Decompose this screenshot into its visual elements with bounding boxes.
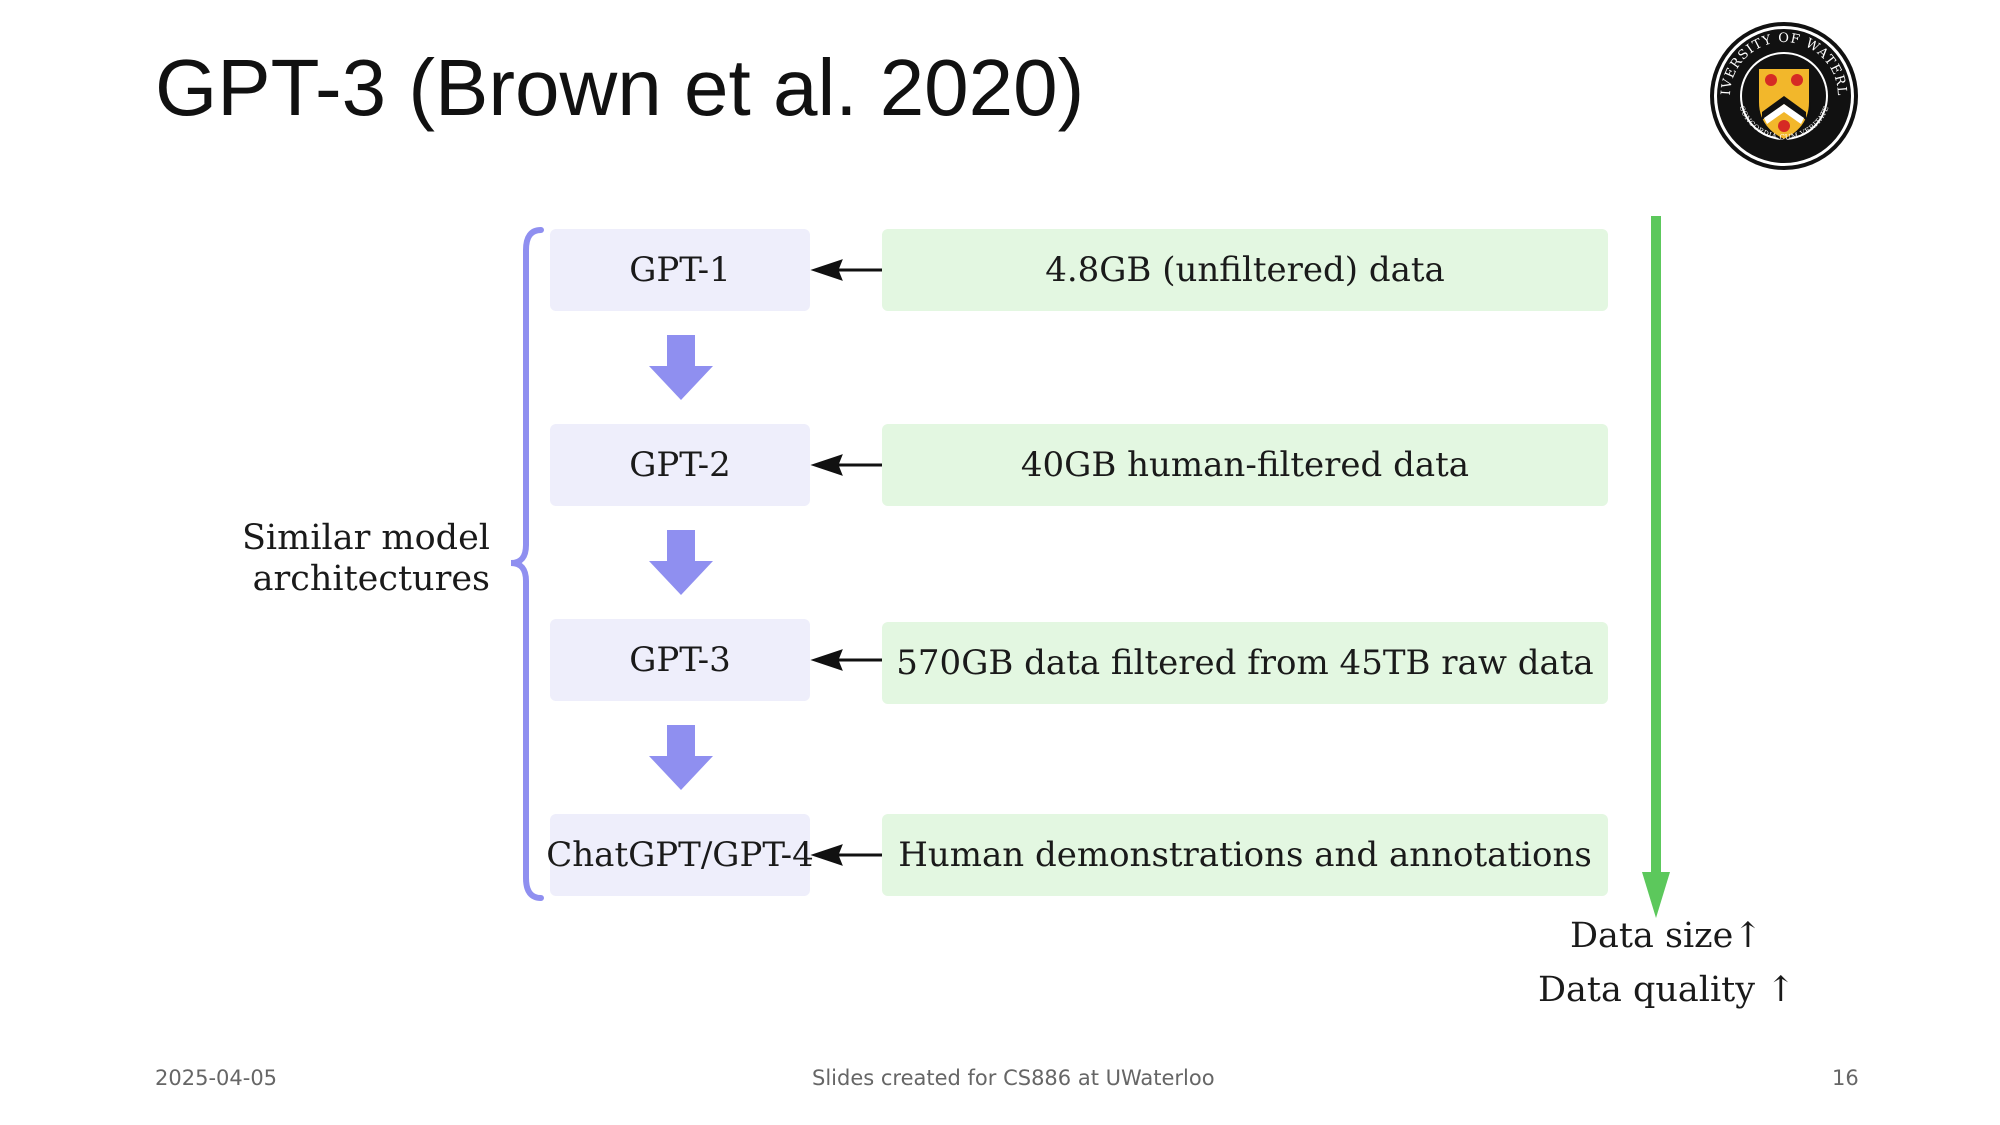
data-box-3: 570GB data filtered from 45TB raw data bbox=[882, 622, 1608, 704]
footer-page-number: 16 bbox=[1832, 1066, 1859, 1090]
data-box-2: 40GB human-filtered data bbox=[882, 424, 1608, 506]
data-quality-legend: Data quality ↑ bbox=[1538, 970, 1796, 1010]
left-arrow-4 bbox=[810, 844, 882, 866]
left-arrow-3 bbox=[810, 649, 882, 671]
footer-center-text: Slides created for CS886 at UWaterloo bbox=[812, 1066, 1215, 1090]
architecture-brace bbox=[510, 227, 544, 901]
left-arrow-1 bbox=[810, 259, 882, 281]
slide-title: GPT-3 (Brown et al. 2020) bbox=[155, 43, 1085, 132]
data-trend-arrow bbox=[1642, 216, 1670, 918]
data-size-label: Data size bbox=[1570, 916, 1734, 956]
up-arrow-icon: ↑ bbox=[1733, 916, 1763, 956]
university-seal-logo: UNIVERSITY OF WATERLOO CONCORDIA CUM VER… bbox=[1708, 20, 1858, 170]
similar-label-line-2: architectures bbox=[252, 559, 490, 599]
data-size-legend: Data size↑ bbox=[1570, 916, 1763, 956]
data-box-1: 4.8GB (unfiltered) data bbox=[882, 229, 1608, 311]
up-arrow-icon: ↑ bbox=[1766, 970, 1796, 1010]
similar-label-line-1: Similar model bbox=[241, 518, 490, 558]
down-arrow-1 bbox=[649, 335, 713, 400]
footer-date: 2025-04-05 bbox=[155, 1066, 278, 1090]
model-box-gpt-3: GPT-3 bbox=[550, 619, 810, 701]
data-quality-label: Data quality bbox=[1538, 970, 1756, 1010]
similar-architectures-label: Similar model architectures bbox=[200, 518, 490, 600]
data-box-4: Human demonstrations and annotations bbox=[882, 814, 1608, 896]
left-arrow-2 bbox=[810, 454, 882, 476]
model-box-chatgpt-gpt-4: ChatGPT/GPT-4 bbox=[546, 814, 814, 896]
down-arrow-3 bbox=[649, 725, 713, 790]
model-box-gpt-1: GPT-1 bbox=[550, 229, 810, 311]
down-arrow-2 bbox=[649, 530, 713, 595]
model-box-gpt-2: GPT-2 bbox=[550, 424, 810, 506]
